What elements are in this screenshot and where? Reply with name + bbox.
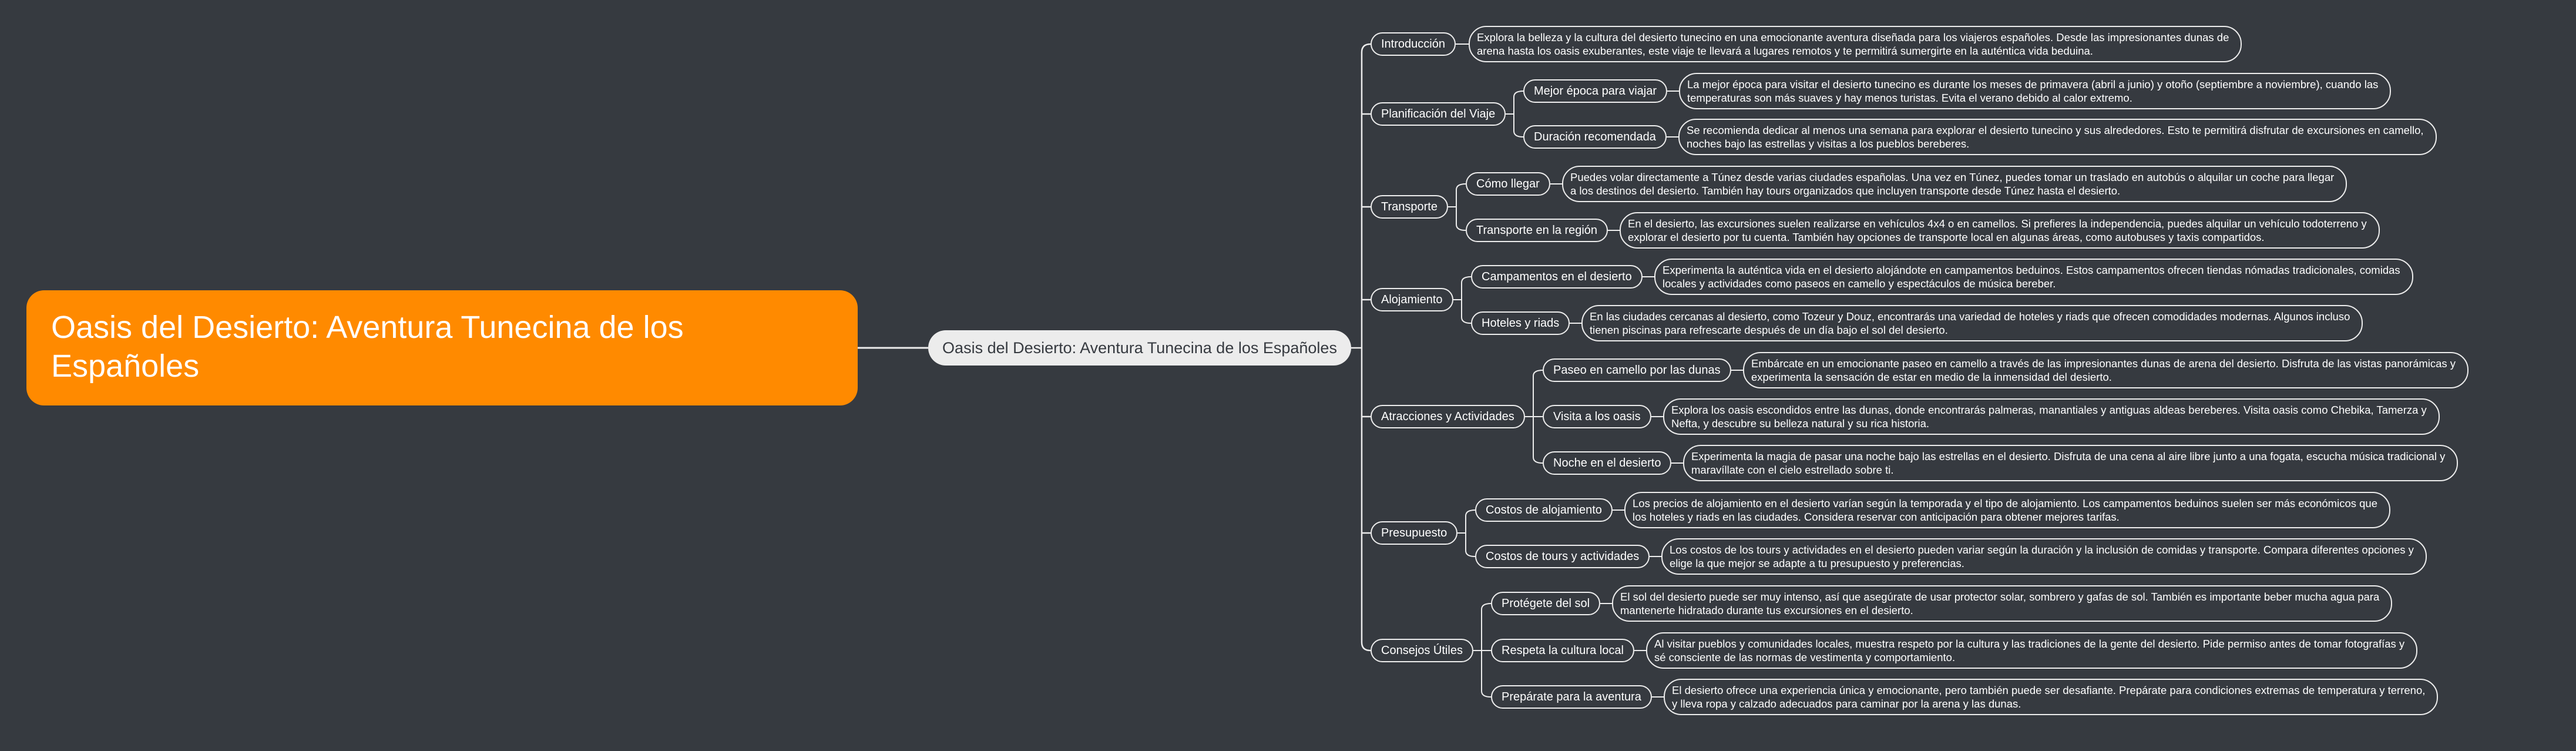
topic-7-sub-1-description[interactable]: El sol del desierto puede ser muy intens…	[1612, 585, 2393, 622]
topic-2-sub-1-link	[1513, 90, 1524, 98]
description-line: Los costos de los tours y actividades en…	[1670, 544, 2414, 556]
topic-4-sub-1-description[interactable]: Experimenta la auténtica vida en el desi…	[1654, 259, 2413, 295]
description-line: experimenta la sensación de estar en med…	[1751, 371, 2112, 383]
description-line: Experimenta la auténtica vida en el desi…	[1663, 264, 2400, 276]
root-title-line-2: Españoles	[51, 348, 200, 384]
topic-2-sub-2[interactable]: Duración recomendada	[1523, 125, 1667, 149]
topic-5-sub-1-link	[1533, 370, 1543, 377]
topic-5-sub-3[interactable]: Noche en el desierto	[1543, 451, 1672, 475]
topic-1-description[interactable]: Explora la belleza y la cultura del desi…	[1469, 26, 2242, 62]
description-line: temperaturas son más suaves y hay menos …	[1687, 92, 2132, 104]
description-line: Los precios de alojamiento en el desiert…	[1633, 497, 2377, 509]
description-line: La mejor época para visitar el desierto …	[1687, 78, 2379, 90]
topic-3-sub-1-description[interactable]: Puedes volar directamente a Túnez desde …	[1562, 166, 2347, 202]
topic-4-sub-2-link	[1461, 317, 1472, 324]
topic-3-sub-2-link	[1456, 224, 1466, 231]
description-line: arena hasta los oasis exuberantes, este …	[1477, 45, 2093, 57]
topic-5-sub-2-description[interactable]: Explora los oasis escondidos entre las d…	[1663, 398, 2440, 435]
topic-6-sub-1-description[interactable]: Los precios de alojamiento en el desiert…	[1624, 492, 2390, 528]
description-line: y lleva ropa y calzado adecuados para ca…	[1672, 698, 2021, 710]
topic-2-sub-1[interactable]: Mejor época para viajar	[1523, 79, 1667, 103]
topic-4-sub-2-description[interactable]: En las ciudades cercanas al desierto, co…	[1581, 305, 2363, 341]
topic-1-link	[1361, 43, 1371, 53]
topic-4-sub-2[interactable]: Hoteles y riads	[1471, 311, 1570, 335]
topic-5-sub-1[interactable]: Paseo en camello por las dunas	[1543, 358, 1731, 382]
description-line: los hoteles y riads en las ciudades. Con…	[1633, 511, 2120, 523]
description-line: Explora los oasis escondidos entre las d…	[1671, 404, 2427, 416]
root-title-line-1: Oasis del Desierto: Aventura Tunecina de…	[51, 310, 684, 345]
description-line: maravíllate con el cielo estrellado sobr…	[1691, 464, 1894, 476]
topic-5-sub-1-description[interactable]: Embárcate en un emocionante paseo en cam…	[1743, 352, 2469, 388]
topic-3-sub-1-link	[1456, 183, 1466, 190]
topic-2[interactable]: Planificación del Viaje	[1371, 102, 1506, 126]
description-line: Al visitar pueblos y comunidades locales…	[1654, 638, 2405, 650]
description-line: Embárcate en un emocionante paseo en cam…	[1751, 357, 2456, 370]
topic-7-sub-3[interactable]: Prepárate para la aventura	[1491, 685, 1652, 709]
topic-7-sub-1-link	[1481, 603, 1492, 610]
topic-4-sub-1[interactable]: Campamentos en el desierto	[1471, 265, 1643, 289]
topic-5-sub-3-description[interactable]: Experimenta la magia de pasar una noche …	[1683, 445, 2459, 481]
topic-5-sub-2[interactable]: Visita a los oasis	[1543, 405, 1651, 428]
topic-7[interactable]: Consejos Útiles	[1371, 639, 1473, 662]
description-line: sé consciente de las normas de vestiment…	[1654, 651, 1956, 663]
topic-2-sub-2-description[interactable]: Se recomienda dedicar al menos una seman…	[1678, 119, 2437, 155]
topic-7-sub-1[interactable]: Protégete del sol	[1491, 592, 1601, 615]
root-topic[interactable]: Oasis del Desierto: Aventura Tunecina de…	[26, 290, 858, 405]
topic-4-sub-1-link	[1461, 276, 1472, 283]
topic-6-sub-2-link	[1465, 550, 1476, 557]
topic-3-sub-2-description[interactable]: En el desierto, las excursiones suelen r…	[1620, 212, 2380, 249]
description-line: El desierto ofrece una experiencia única…	[1672, 684, 2426, 696]
description-line: noches bajo las estrellas y visitas a lo…	[1687, 138, 1970, 150]
description-line: Explora la belleza y la cultura del desi…	[1477, 31, 2229, 43]
topic-7-sub-3-description[interactable]: El desierto ofrece una experiencia única…	[1664, 679, 2439, 715]
central-topic[interactable]: Oasis del Desierto: Aventura Tunecina de…	[928, 330, 1351, 366]
description-line: a los destinos del desierto. También hay…	[1570, 185, 2121, 197]
description-line: tienen piscinas para refrescarte después…	[1590, 324, 1948, 336]
description-line: Experimenta la magia de pasar una noche …	[1691, 450, 2446, 462]
topic-3-sub-1[interactable]: Cómo llegar	[1466, 172, 1550, 196]
topic-6-sub-1[interactable]: Costos de alojamiento	[1475, 498, 1613, 522]
topic-6-sub-1-link	[1465, 509, 1476, 517]
topic-7-sub-2[interactable]: Respeta la cultura local	[1491, 639, 1634, 662]
topic-7-sub-2-description[interactable]: Al visitar pueblos y comunidades locales…	[1646, 632, 2418, 669]
topic-6-sub-2-description[interactable]: Los costos de los tours y actividades en…	[1661, 538, 2427, 575]
topic-4[interactable]: Alojamiento	[1371, 288, 1453, 311]
topic-3-sub-2[interactable]: Transporte en la región	[1466, 219, 1608, 242]
topic-3[interactable]: Transporte	[1371, 195, 1448, 219]
topic-7-link	[1361, 642, 1371, 652]
topic-5-sub-3-link	[1533, 457, 1543, 464]
topic-6-sub-2[interactable]: Costos de tours y actividades	[1475, 545, 1650, 568]
description-line: mantenerte hidratado durante tus excursi…	[1620, 604, 1913, 616]
topic-2-sub-2-link	[1513, 130, 1524, 138]
topic-7-sub-3-link	[1481, 690, 1492, 698]
topic-2-sub-1-description[interactable]: La mejor época para visitar el desierto …	[1679, 73, 2392, 109]
description-line: locales y actividades como paseos en cam…	[1663, 277, 2056, 290]
description-line: El sol del desierto puede ser muy intens…	[1620, 591, 2380, 603]
description-line: Se recomienda dedicar al menos una seman…	[1687, 124, 2424, 136]
topic-6[interactable]: Presupuesto	[1371, 521, 1458, 545]
description-line: En las ciudades cercanas al desierto, co…	[1590, 310, 2350, 323]
description-line: explorar el desierto por tu cuenta. Tamb…	[1628, 231, 2265, 243]
description-line: Nefta, y descubre su belleza natural y s…	[1671, 417, 1930, 430]
topic-5[interactable]: Atracciones y Actividades	[1371, 405, 1525, 428]
description-line: En el desierto, las excursiones suelen r…	[1628, 217, 2367, 230]
description-line: elige la que mejor se adapte a tu presup…	[1670, 557, 1964, 569]
description-line: Puedes volar directamente a Túnez desde …	[1570, 171, 2335, 183]
topic-1[interactable]: Introducción	[1371, 32, 1456, 56]
